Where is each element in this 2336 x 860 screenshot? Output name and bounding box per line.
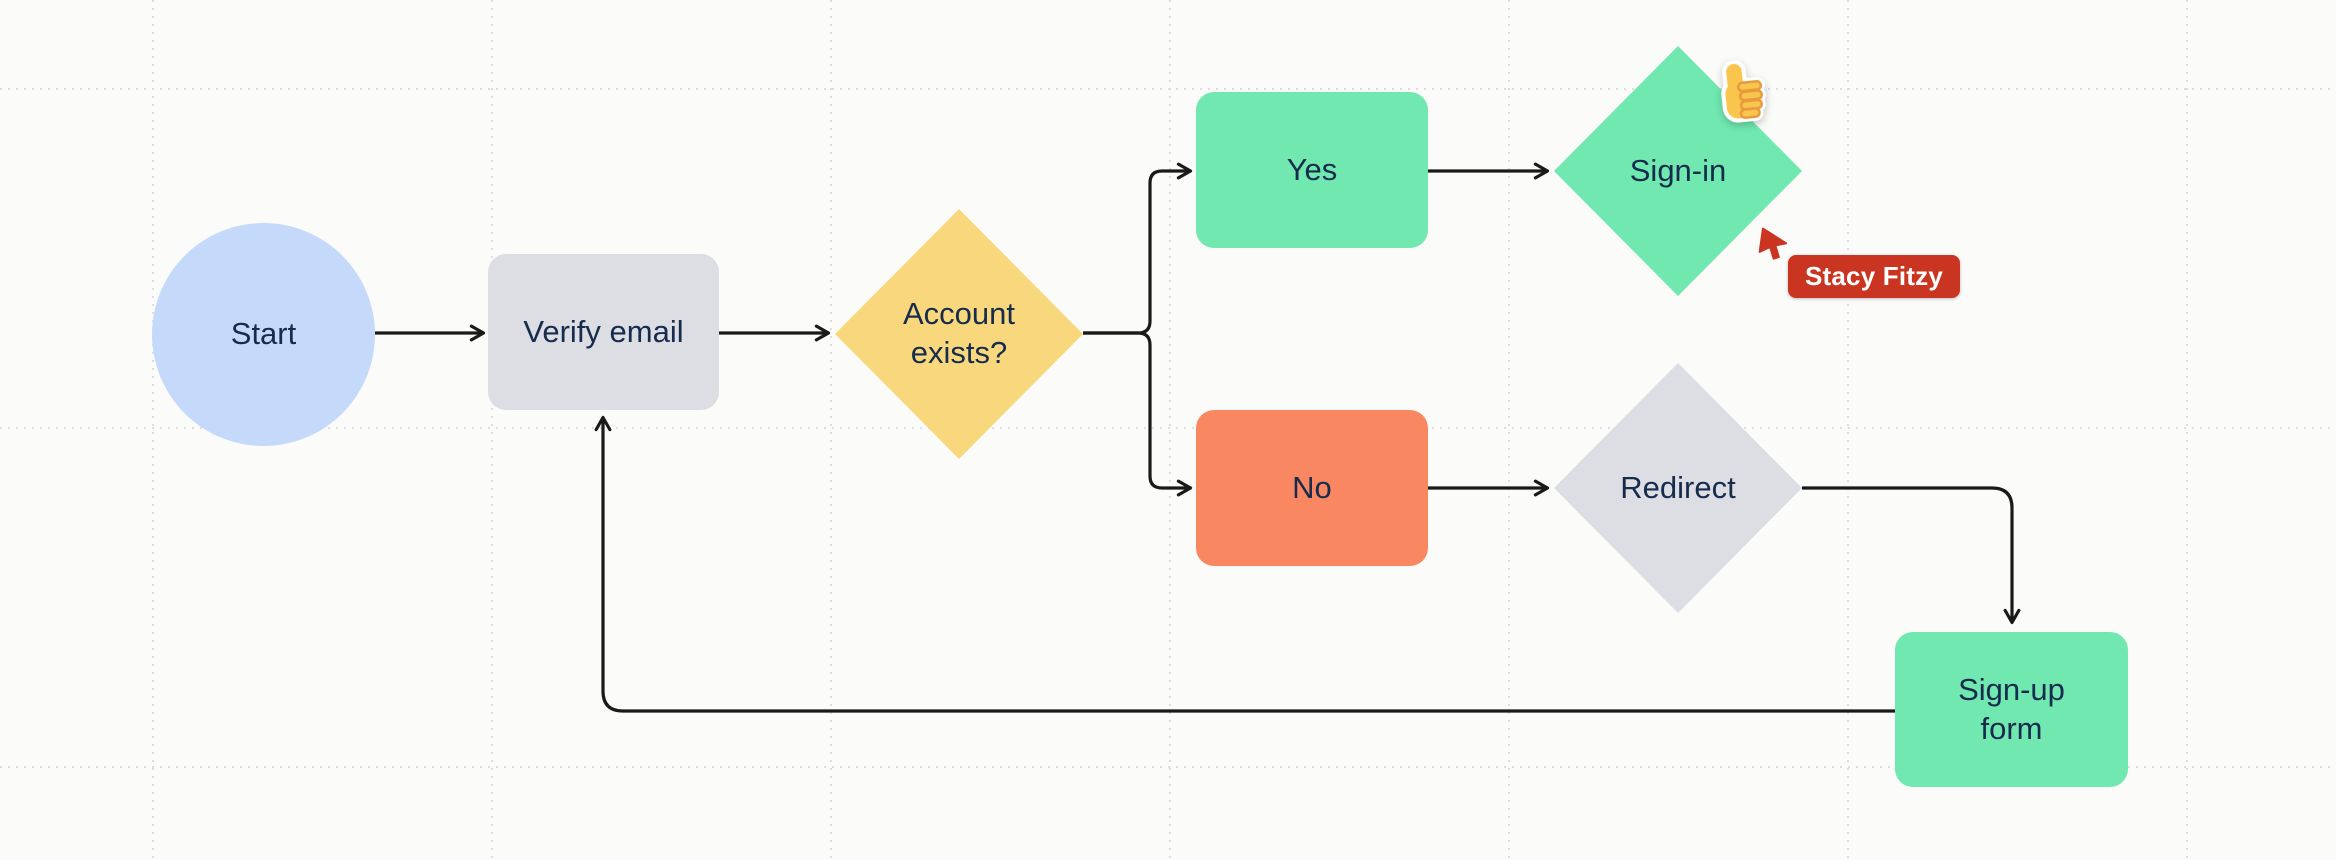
node-start[interactable]: Start [152,223,375,446]
collaborator-cursor [1753,226,1793,272]
node-start-label: Start [230,316,297,352]
node-no[interactable]: No [1196,410,1428,566]
node-no-label: No [1292,469,1332,505]
thumbs-up-emoji-sticker[interactable] [1709,57,1778,130]
node-yes-label: Yes [1286,151,1338,187]
connectors[interactable] [375,162,2021,713]
node-verify-email-label: Verify email [523,313,684,349]
edge-account-exists-to-yes [1083,162,1193,335]
node-sign-in-label: Sign-in [1629,152,1727,188]
node-signup-form[interactable]: Sign-up form [1895,632,2128,787]
cursor-pointer-icon [1758,227,1788,260]
node-verify-email[interactable]: Verify email [488,254,719,410]
edge-redirect-to-signup-form [1802,486,2021,625]
edge-signup-form-to-verify-email [594,415,1895,713]
collaborator-name-badge: Stacy Fitzy [1788,255,1961,298]
collaborator-name: Stacy Fitzy [1805,261,1944,291]
node-redirect-label: Redirect [1620,469,1736,505]
edge-account-exists-to-no [1083,331,1193,497]
thumbs-up-icon [1721,59,1766,123]
node-yes[interactable]: Yes [1196,92,1428,248]
node-account-exists-label: Account exists? [902,296,1015,370]
node-signup-form-label: Sign-up form [1958,671,2065,746]
